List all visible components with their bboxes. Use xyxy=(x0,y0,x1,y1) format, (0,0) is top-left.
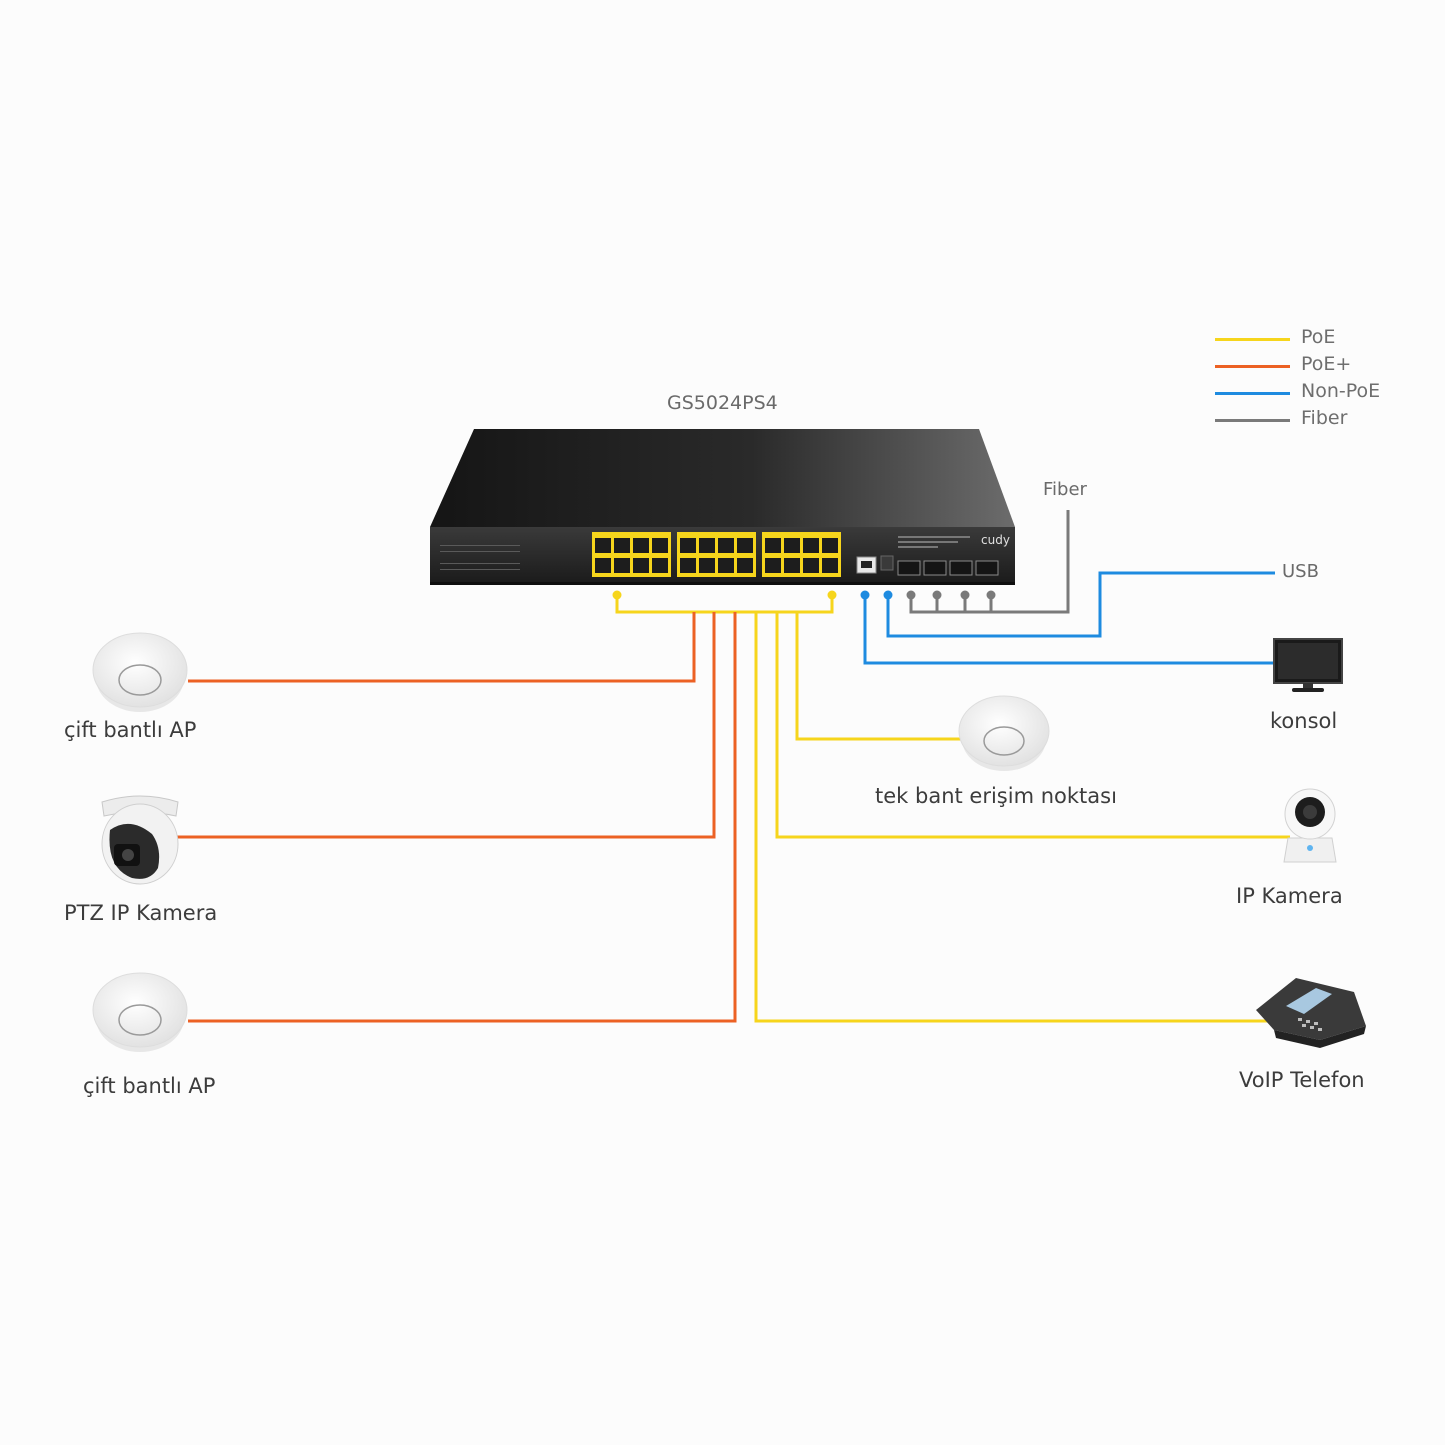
device-label-ptz-camera: PTZ IP Kamera xyxy=(64,901,218,925)
ethernet-port xyxy=(614,558,630,573)
device-label-console: konsol xyxy=(1270,709,1338,733)
ethernet-port xyxy=(737,538,753,553)
legend-swatch xyxy=(1215,419,1290,422)
poe-plus-line-ap1 xyxy=(188,612,696,683)
ethernet-port xyxy=(765,538,781,553)
ethernet-port xyxy=(652,538,668,553)
ethernet-port xyxy=(718,558,734,573)
ethernet-port xyxy=(784,538,800,553)
fiber-connection-label: Fiber xyxy=(1043,479,1087,500)
connector-dot-sfp-1 xyxy=(906,590,916,600)
connector-dot-sfp-2 xyxy=(932,590,942,600)
legend-label: PoE xyxy=(1301,326,1336,348)
sfp-port xyxy=(897,560,921,576)
connector-dot-poe-left xyxy=(612,590,622,600)
ethernet-port xyxy=(737,558,753,573)
connector-dot-poe-right xyxy=(827,590,837,600)
device-label-voip-phone: VoIP Telefon xyxy=(1239,1068,1365,1092)
non-poe-line-usb xyxy=(886,571,1275,638)
ethernet-port xyxy=(718,538,734,553)
ethernet-port xyxy=(699,558,715,573)
connector-dot-usb xyxy=(883,590,893,600)
legend-swatch xyxy=(1215,365,1290,368)
ethernet-port xyxy=(680,558,696,573)
poe-line-ip-camera xyxy=(775,612,1290,839)
ethernet-port xyxy=(803,558,819,573)
ethernet-port xyxy=(595,538,611,553)
network-switch-icon: cudy xyxy=(430,429,1015,585)
ethernet-port xyxy=(822,538,838,553)
legend-label: Non-PoE xyxy=(1301,380,1381,402)
device-label-single-band-ap: tek bant erişim noktası xyxy=(875,784,1117,808)
ethernet-port xyxy=(822,558,838,573)
ceiling-ap-icon xyxy=(92,972,188,1052)
ethernet-port xyxy=(765,558,781,573)
connector-dot-sfp-4 xyxy=(986,590,996,600)
connector-dot-sfp-3 xyxy=(960,590,970,600)
connector-dot-console xyxy=(860,590,870,600)
ethernet-port xyxy=(633,558,649,573)
poe-line-single-band-ap xyxy=(795,612,962,741)
dome-camera-icon xyxy=(101,795,179,885)
ethernet-port xyxy=(614,538,630,553)
sfp-port xyxy=(975,560,999,576)
sfp-port xyxy=(949,560,973,576)
conference-phone-icon xyxy=(1256,978,1366,1048)
sfp-port xyxy=(923,560,947,576)
poe-plus-line-ptz-camera xyxy=(175,612,716,839)
legend-swatch xyxy=(1215,338,1290,341)
legend-label: Fiber xyxy=(1301,407,1348,429)
ethernet-port xyxy=(699,538,715,553)
device-label-dual-band-ap-2: çift bantlı AP xyxy=(83,1074,216,1098)
poe-line-port-left xyxy=(615,595,834,614)
non-poe-line-console xyxy=(863,595,1276,665)
device-label-ip-camera: IP Kamera xyxy=(1236,884,1343,908)
switch-brand: cudy xyxy=(981,533,1010,547)
ceiling-ap-icon xyxy=(92,632,188,712)
device-label-dual-band-ap-1: çift bantlı AP xyxy=(64,718,197,742)
monitor-icon xyxy=(1273,638,1343,692)
usb-connection-label: USB xyxy=(1282,561,1319,582)
ethernet-port xyxy=(680,538,696,553)
poe-line-voip xyxy=(754,612,1270,1023)
poe-plus-line-ap2 xyxy=(188,612,737,1023)
ethernet-port xyxy=(784,558,800,573)
ethernet-port xyxy=(652,558,668,573)
home-camera-icon xyxy=(1283,788,1337,863)
ethernet-port xyxy=(633,538,649,553)
ethernet-port xyxy=(803,538,819,553)
legend-swatch xyxy=(1215,392,1290,395)
switch-model-label: GS5024PS4 xyxy=(667,392,778,414)
ethernet-port xyxy=(595,558,611,573)
legend-label: PoE+ xyxy=(1301,353,1352,375)
ceiling-ap-icon xyxy=(958,695,1050,771)
